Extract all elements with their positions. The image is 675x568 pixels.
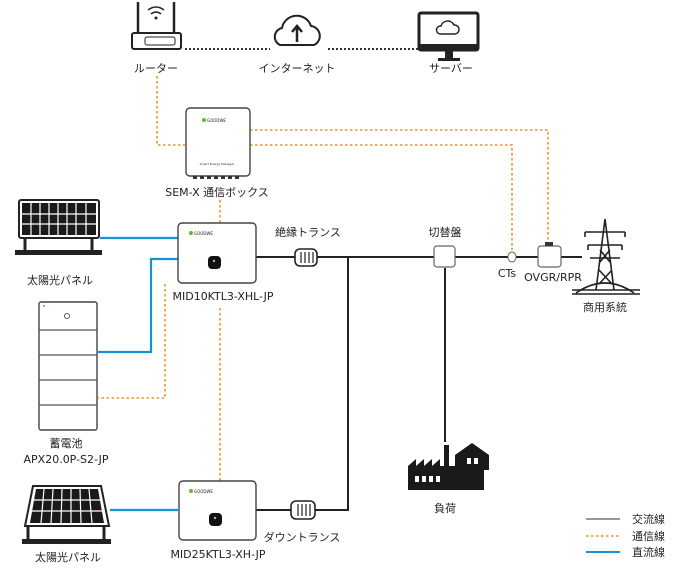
sem-brand-logo: GOODWE (207, 118, 226, 123)
ct-sensor-icon (507, 251, 517, 263)
transmission-tower-icon (572, 218, 640, 295)
router-sem-comm-line (156, 76, 185, 146)
inverter-2-label: MID25KTL3-XH-JP (170, 548, 265, 561)
router-icon (131, 2, 182, 50)
ovgr-label: OVGR/RPR (524, 271, 582, 284)
switchboard-label: 切替盤 (429, 225, 462, 239)
isolation-transformer-label: 絶縁トランス (275, 225, 341, 239)
solar-panel-icon (15, 199, 102, 255)
inverter-2-brand-logo: GOODWE (194, 489, 213, 494)
grid-label: 商用系統 (583, 300, 627, 314)
legend-dc-label: 直流線 (632, 545, 665, 559)
battery-label: 蓄電池 (50, 437, 83, 450)
legend: 交流線 通信線 直流線 (586, 512, 665, 559)
battery-stack-device (38, 301, 98, 431)
inverter-1-brand-logo: GOODWE (194, 231, 213, 236)
cloud-upload-icon (273, 14, 321, 46)
step-down-transformer-icon (290, 500, 316, 520)
cts-label: CTs (498, 267, 517, 280)
sem-panel-text: Smart Energy Manager (200, 162, 235, 166)
battery-dc-line (98, 257, 178, 354)
solar-panel-icon (22, 485, 111, 544)
load-label: 負荷 (434, 502, 456, 515)
router-label: ルーター (134, 62, 178, 75)
inverter-1-device: GOODWE (177, 222, 257, 284)
sem-box-device: GOODWE Smart Energy Manager (185, 107, 251, 179)
switchboard-icon (433, 245, 456, 268)
sem-ovgr-comm-line (250, 129, 549, 240)
server-monitor-icon (417, 11, 480, 61)
step-down-transformer-label: ダウントランス (264, 530, 341, 544)
solar-panel-2-label: 太陽光パネル (35, 550, 101, 564)
sem-ct-comm-line (250, 144, 513, 250)
legend-ac-label: 交流線 (632, 512, 665, 526)
isolation-transformer-icon (294, 248, 318, 267)
inverter2-ac-line (256, 257, 349, 511)
inverter-1-label: MID10KTL3-XHL-JP (172, 290, 273, 303)
sem-box-label: SEM-X 通信ボックス (165, 186, 269, 199)
legend-comm-label: 通信線 (632, 529, 665, 543)
internet-label: インターネット (259, 62, 336, 75)
solar-panel-1-label: 太陽光パネル (27, 273, 93, 287)
battery-model-label: APX20.0P-S2-JP (24, 453, 109, 466)
inverter-2-device: GOODWE (178, 480, 257, 541)
inverter-battery-comm-line (98, 284, 166, 399)
server-label: サーバー (429, 62, 473, 75)
ovgr-relay-icon (537, 242, 562, 268)
factory-load-icon (408, 443, 489, 490)
